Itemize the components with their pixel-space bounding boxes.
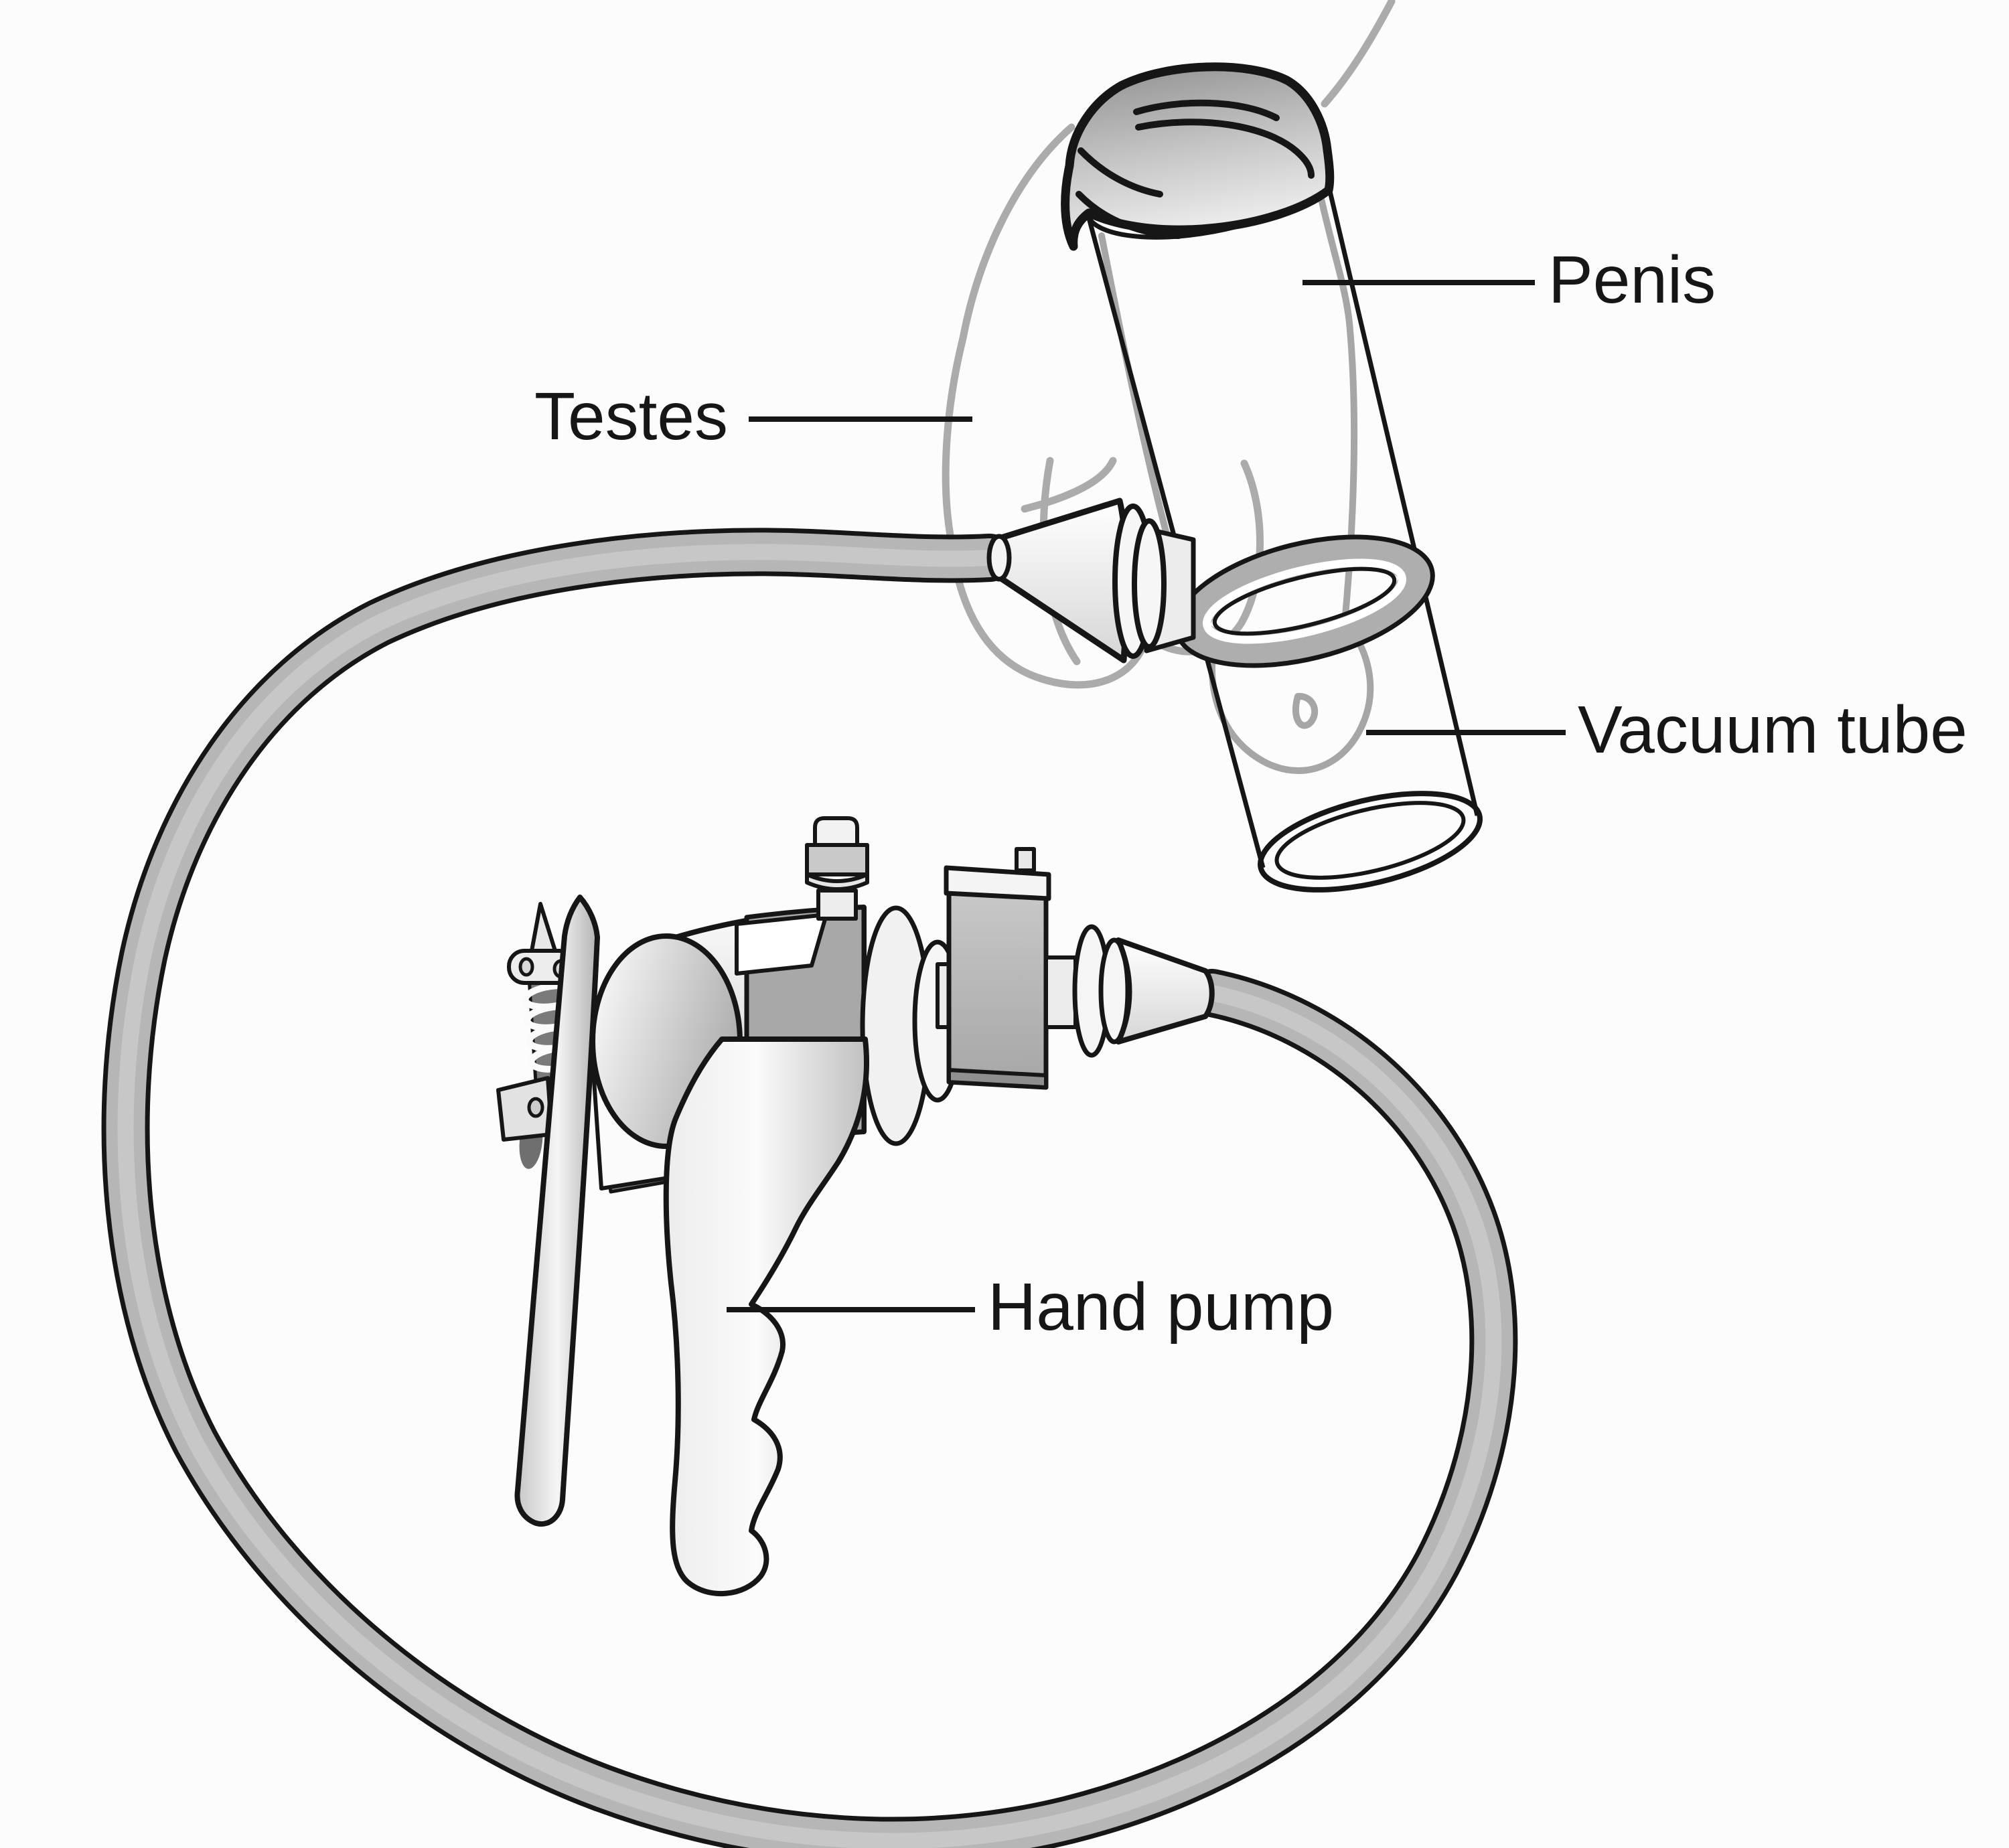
tube-bottom-rim-inner bbox=[1274, 801, 1466, 880]
cloth-body bbox=[1061, 62, 1335, 251]
nozzle-cap bbox=[813, 816, 859, 847]
valve-top-band bbox=[944, 865, 1051, 901]
band-highlight bbox=[1203, 558, 1406, 644]
connector-collar-inner bbox=[1132, 518, 1167, 649]
scrotum-left-lobe bbox=[947, 535, 1150, 689]
scrotum-top-fold bbox=[1021, 457, 1117, 513]
urethral-meatus bbox=[1292, 692, 1319, 729]
trigger-blade bbox=[530, 902, 557, 953]
cloth-fold-long bbox=[1135, 119, 1315, 179]
vacuum-hose bbox=[101, 528, 1518, 1848]
valve-bottom-rim bbox=[947, 1068, 1048, 1089]
connector-cone-tip bbox=[986, 534, 1012, 582]
labels: Penis Testes Vacuum tube Hand pump bbox=[534, 242, 1967, 1344]
hand-pump-label: Hand pump bbox=[988, 1269, 1334, 1344]
barrel-sheen bbox=[735, 913, 828, 976]
hand-pump bbox=[496, 816, 1215, 1597]
penis-label: Penis bbox=[1548, 242, 1716, 317]
cloth-fold-upper bbox=[1133, 99, 1280, 121]
pivot-hole-left bbox=[518, 957, 534, 977]
groin-contour-line bbox=[942, 123, 1075, 543]
torso-contour-line bbox=[1321, 0, 1396, 108]
bracket-hole bbox=[527, 1097, 544, 1118]
vacuum-tube-label: Vacuum tube bbox=[1578, 692, 1967, 767]
penis-outline bbox=[1098, 163, 1374, 774]
band-inner-edge bbox=[1212, 566, 1397, 636]
cloth-fold-lower bbox=[1075, 191, 1182, 239]
pump-connector-cone bbox=[1116, 937, 1215, 1045]
valve-cylinder bbox=[946, 888, 1049, 1090]
tube-bottom-rim-outer bbox=[1258, 791, 1483, 893]
nozzle-ring bbox=[805, 843, 869, 876]
nozzle-neck bbox=[816, 889, 858, 921]
valve-pin bbox=[1015, 847, 1036, 872]
hose-highlight bbox=[117, 544, 1502, 1848]
tube-hose-connector bbox=[986, 497, 1196, 664]
trigger-lever bbox=[514, 895, 600, 1527]
nozzle-ring-lip bbox=[805, 872, 869, 891]
pump-connector-stub bbox=[1044, 955, 1077, 1029]
cloth-seal bbox=[1061, 62, 1335, 251]
tube-right-wall bbox=[1322, 168, 1480, 816]
cloth-fold-left bbox=[1077, 147, 1163, 198]
testes-label: Testes bbox=[534, 379, 728, 454]
pump-handle bbox=[663, 1036, 869, 1597]
scrotum-right-lobe bbox=[1142, 459, 1264, 656]
